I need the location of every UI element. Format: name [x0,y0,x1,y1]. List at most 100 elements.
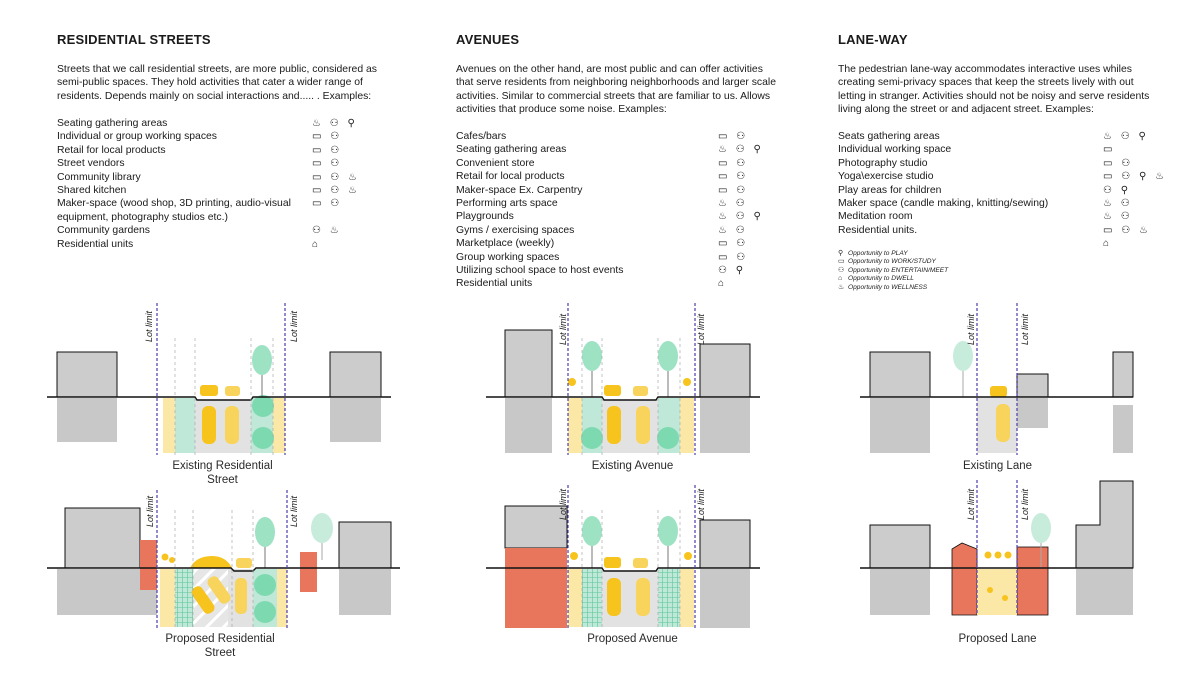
list-item: Seats gathering areas♨ ⚇ ⚲ [838,130,1158,143]
car-icon [604,557,621,568]
caption-existing-residential-street: Existing Residential Street [172,460,273,486]
activity-icons: ♨ ⚇ ⚲ [718,211,764,223]
lot-limit-label: Lot limit [696,488,706,520]
building-right [1016,373,1049,398]
list-item: Utilizing school space to host events⚇ ⚲ [456,264,776,277]
list-item: Maker-space Ex. Carpentry ▭ ⚇ [456,184,776,197]
lot-limit-lines [976,303,1018,455]
car-icon [636,578,650,616]
list-item: Meditation room♨ ⚇ [838,210,1158,223]
play-icon [987,587,993,593]
activity-icons: ▭ ⚇ ⚲ ♨ [1103,171,1168,183]
proposed-building-left [951,542,978,616]
legend-label: Opportunity to WORK/STUDY [848,258,936,266]
tree-icon [252,345,272,375]
car-icon [236,558,252,568]
item-label: Utilizing school space to host events [456,265,624,277]
tree-icon [1031,513,1051,543]
column-title: LANE-WAY [838,32,908,47]
item-label: Community gardens [57,225,150,237]
caption-proposed-avenue: Proposed Avenue [587,633,678,645]
car-icon [996,404,1010,442]
list-item: Marketplace (weekly)▭ ⚇ [456,237,776,250]
building-right [338,521,392,569]
icon-legend: ⚲Opportunity to PLAY ▭Opportunity to WOR… [838,250,948,292]
item-label: Photography studio [838,157,928,169]
list-item: Community gardens⚇ ♨ [57,224,377,237]
list-item: Performing arts space♨ ⚇ [456,197,776,210]
ground-line [486,567,760,572]
person-icon [169,557,175,563]
activity-icons: ▭ ⚇ [718,184,749,196]
list-item: Residential units⌂ [57,238,377,251]
sidewalk-right [680,569,694,627]
column-title: AVENUES [456,32,520,47]
legend-label: Opportunity to DWELL [848,275,914,283]
person-icon [984,551,992,559]
person-icon [570,552,578,560]
lot-limit-lines [976,480,1018,615]
proposed-building-right [1016,546,1049,616]
list-item: Seating gathering areas♨ ⚇ ⚲ [57,117,377,130]
bike-lane-left [582,569,602,627]
activity-icons: ▭ ⚇ [718,171,749,183]
activity-icons: ▭ ⚇ ♨ [312,171,360,183]
building-far-right [1112,351,1134,398]
car-icon [633,386,648,396]
tree-icon [254,574,276,596]
tree-icon [657,427,679,449]
list-item: Playgrounds♨ ⚇ ⚲ [456,210,776,223]
item-label: Gyms / exercising spaces [456,224,575,236]
caption-existing-avenue: Existing Avenue [591,460,674,472]
person-icon [568,378,576,386]
car-icon [604,385,621,396]
list-item: Seating gathering areas♨ ⚇ ⚲ [456,143,776,156]
house-icon: ⌂ [838,275,843,283]
grid-lines [174,338,274,455]
building-left [504,329,553,398]
lot-limit-lines [567,303,696,455]
sidewalk-left [163,398,175,453]
activity-icons: ⌂ [1103,238,1113,250]
item-label: Maker space (candle making, knitting/sew… [838,198,1049,210]
tree-icon [254,601,276,623]
caption-proposed-residential-street: Proposed Residential Street [165,633,275,659]
item-label: Residential units [57,238,134,250]
bike-lane-left [175,569,193,627]
activity-icons: ▭ [1103,144,1116,156]
car-icon [191,586,215,614]
lot-limit-label: Lot limit [558,313,568,345]
lot-limit-label: Lot limit [966,313,976,345]
tree-icon [658,516,678,546]
legend-label: Opportunity to PLAY [848,250,908,257]
activity-icons: ▭ ⚇ [718,251,749,263]
tree-icon [582,341,602,371]
tree-icon [255,517,275,547]
legend-item: ⌂ Opportunity to DWELL [838,275,948,283]
person-icon [683,378,691,386]
section-proposed-avenue [486,485,760,628]
section-existing-residential-street [47,303,391,455]
ground-line [47,567,400,572]
item-label: Retail for local products [456,171,565,183]
item-label: Performing arts space [456,198,558,210]
building-left [869,524,931,569]
sidewalk-right [273,398,285,453]
item-label: Street vendors [57,158,125,170]
car-icon [607,578,621,616]
building-right [699,519,751,569]
item-label: Cafes/bars [456,131,507,142]
list-item: Street vendors▭ ⚇ [57,157,377,170]
lot-limit-label: Lot limit [558,488,568,520]
car-icon [190,556,232,568]
item-label: Retail for local products [57,144,166,156]
item-label: Community library [57,171,141,183]
item-label: Maker-space Ex. Carpentry [456,184,583,196]
building-left [64,507,141,569]
activity-icons: ▭ ⚇ ♨ [1103,224,1151,236]
caption-existing-lane: Existing Lane [962,460,1033,472]
item-label: Seating gathering areas [456,144,567,156]
basement-right [700,569,750,628]
lot-limit-label: Lot limit [145,495,155,527]
list-item: Retail for local products▭ ⚇ [57,144,377,157]
